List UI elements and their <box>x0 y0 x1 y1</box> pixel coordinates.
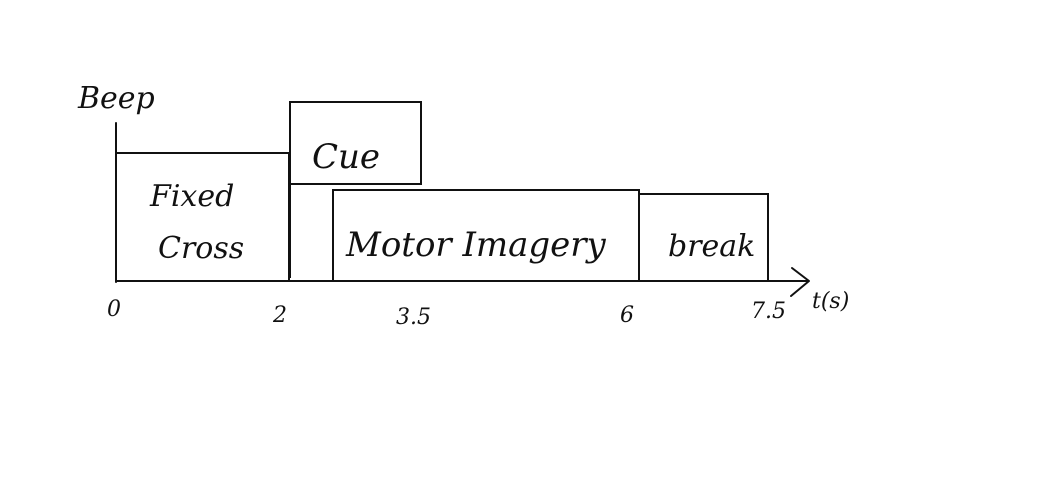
y-axis-label: Beep <box>77 81 155 116</box>
tick-label-0: 0 <box>107 297 121 322</box>
phase-label-motor-imagery: Motor Imagery <box>345 225 607 265</box>
phase-box-break <box>638 193 769 282</box>
tick-label-2: 2 <box>272 303 287 328</box>
phase-label-fixed-line2: Cross <box>158 231 244 266</box>
tick-label-3-5: 3.5 <box>396 305 431 330</box>
phase-label-break: break <box>668 229 755 264</box>
tick-label-6: 6 <box>620 303 634 328</box>
phase-label-cue: Cue <box>312 137 380 177</box>
x-axis-label: t(s) <box>812 289 849 314</box>
x-axis-arrowhead <box>790 267 810 297</box>
phase-label-fixed-line1: Fixed <box>149 179 234 214</box>
tick-label-7-5: 7.5 <box>751 299 786 324</box>
